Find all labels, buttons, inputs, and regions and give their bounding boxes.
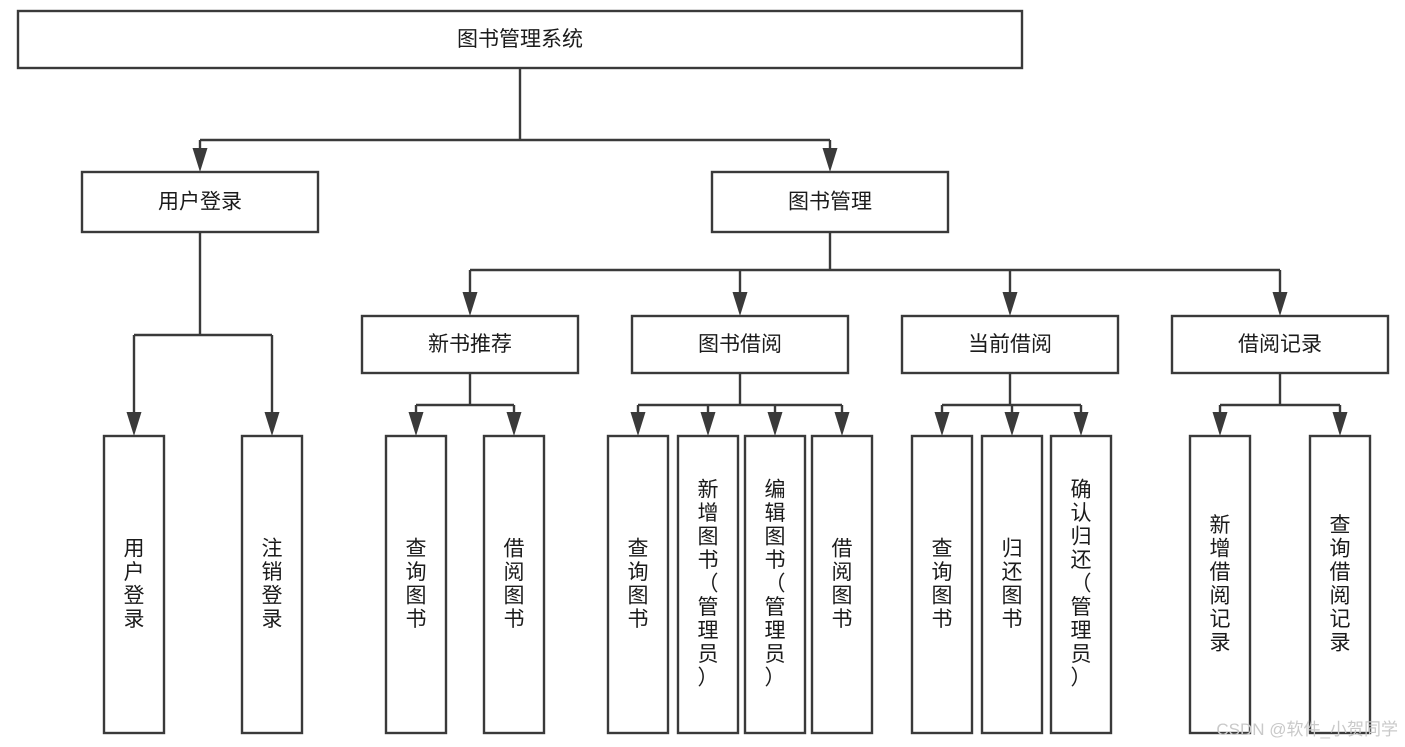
leaf-query-book-2-rect: [606, 434, 670, 735]
leaf-query-book-3-label: 查询图书: [932, 537, 953, 631]
leaf-query-book-2[interactable]: 查询图书: [606, 434, 670, 735]
node-current-borrow-label: 当前借阅: [968, 333, 1052, 356]
leaf-query-book-1[interactable]: 查询图书: [384, 434, 448, 735]
node-user-login-rect: [80, 170, 320, 234]
leaf-borrow-book-1[interactable]: 借阅图书: [482, 434, 546, 735]
arrow-to-leaf-return-book-head: [1004, 412, 1020, 436]
node-root-system-rect: [16, 9, 1024, 70]
leaf-return-book-rect: [980, 434, 1044, 735]
node-borrow-record-label: 借阅记录: [1238, 333, 1322, 356]
leaf-borrow-book-2-label: 借阅图书: [832, 537, 853, 631]
leaf-query-borrow-record[interactable]: 查询借阅记录: [1308, 434, 1372, 735]
leaf-edit-book-admin-label: 编辑图书（管理员）: [765, 479, 786, 690]
node-user-login[interactable]: 用户登录: [80, 170, 320, 234]
arrow-to-leaf-add-book-admin-head: [700, 412, 716, 436]
leaf-add-book-admin-label: 新增图书（管理员）: [698, 479, 719, 690]
leaf-user-logout[interactable]: 注销登录: [240, 434, 304, 735]
arrow-to-node-new-book-recommend-head: [462, 292, 478, 316]
arrow-to-node-current-borrow-head: [1002, 292, 1018, 316]
leaf-edit-book-admin[interactable]: 编辑图书（管理员）: [743, 434, 807, 735]
node-borrow-record-rect: [1170, 314, 1390, 375]
arrow-to-node-borrow-record-head: [1272, 292, 1288, 316]
leaf-borrow-book-2[interactable]: 借阅图书: [810, 434, 874, 735]
node-root-system[interactable]: 图书管理系统: [16, 9, 1024, 70]
node-new-book-recommend[interactable]: 新书推荐: [360, 314, 580, 375]
arrow-to-leaf-query-borrow-record-head: [1332, 412, 1348, 436]
leaf-return-book[interactable]: 归还图书: [980, 434, 1044, 735]
leaf-query-book-2-label: 查询图书: [628, 537, 649, 631]
arrow-to-leaf-confirm-return-admin-head: [1073, 412, 1089, 436]
leaf-confirm-return-admin-label: 确认归还（管理员）: [1071, 479, 1092, 690]
leaf-query-book-3[interactable]: 查询图书: [910, 434, 974, 735]
leaf-edit-book-admin-rect: [743, 434, 807, 735]
node-root-system-label: 图书管理系统: [457, 28, 583, 51]
leaf-add-borrow-record-label: 新增借阅记录: [1210, 514, 1231, 655]
leaf-query-book-1-label: 查询图书: [406, 537, 427, 631]
arrow-to-node-book-management-head: [822, 148, 838, 172]
arrow-to-leaf-user-login-head: [126, 412, 142, 436]
arrow-to-leaf-borrow-book-2-head: [834, 412, 850, 436]
arrow-to-leaf-query-book-3-head: [934, 412, 950, 436]
arrow-to-leaf-query-book-2-head: [630, 412, 646, 436]
leaf-add-borrow-record[interactable]: 新增借阅记录: [1188, 434, 1252, 735]
leaf-add-book-admin[interactable]: 新增图书（管理员）: [676, 434, 740, 735]
arrow-to-node-book-borrow-head: [732, 292, 748, 316]
leaf-user-login[interactable]: 用户登录: [102, 434, 166, 735]
leaf-query-book-1-rect: [384, 434, 448, 735]
leaf-user-logout-rect: [240, 434, 304, 735]
leaf-user-logout-label: 注销登录: [262, 537, 283, 631]
leaf-query-book-3-rect: [910, 434, 974, 735]
node-book-management-label: 图书管理: [788, 191, 872, 214]
arrow-to-node-user-login-head: [192, 148, 208, 172]
leaf-query-borrow-record-label: 查询借阅记录: [1330, 514, 1351, 655]
node-borrow-record[interactable]: 借阅记录: [1170, 314, 1390, 375]
node-book-management-rect: [710, 170, 950, 234]
leaf-borrow-book-2-rect: [810, 434, 874, 735]
leaf-borrow-book-1-rect: [482, 434, 546, 735]
node-user-login-label: 用户登录: [158, 191, 242, 214]
arrow-to-leaf-query-book-1-head: [408, 412, 424, 436]
leaf-confirm-return-admin-rect: [1049, 434, 1113, 735]
node-new-book-recommend-rect: [360, 314, 580, 375]
leaf-confirm-return-admin[interactable]: 确认归还（管理员）: [1049, 434, 1113, 735]
node-current-borrow[interactable]: 当前借阅: [900, 314, 1120, 375]
node-book-borrow-rect: [630, 314, 850, 375]
node-book-borrow[interactable]: 图书借阅: [630, 314, 850, 375]
leaf-borrow-book-1-label: 借阅图书: [504, 537, 525, 631]
leaf-return-book-label: 归还图书: [1002, 537, 1023, 631]
leaf-add-book-admin-rect: [676, 434, 740, 735]
arrow-to-leaf-edit-book-admin-head: [767, 412, 783, 436]
arrow-to-leaf-add-borrow-record-head: [1212, 412, 1228, 436]
arrow-to-leaf-user-logout-head: [264, 412, 280, 436]
leaf-user-login-label: 用户登录: [124, 537, 145, 631]
node-book-management[interactable]: 图书管理: [710, 170, 950, 234]
leaf-add-borrow-record-rect: [1188, 434, 1252, 735]
leaf-user-login-rect: [102, 434, 166, 735]
node-new-book-recommend-label: 新书推荐: [428, 333, 512, 356]
arrow-to-leaf-borrow-book-1-head: [506, 412, 522, 436]
leaf-query-borrow-record-rect: [1308, 434, 1372, 735]
node-book-borrow-label: 图书借阅: [698, 333, 782, 356]
